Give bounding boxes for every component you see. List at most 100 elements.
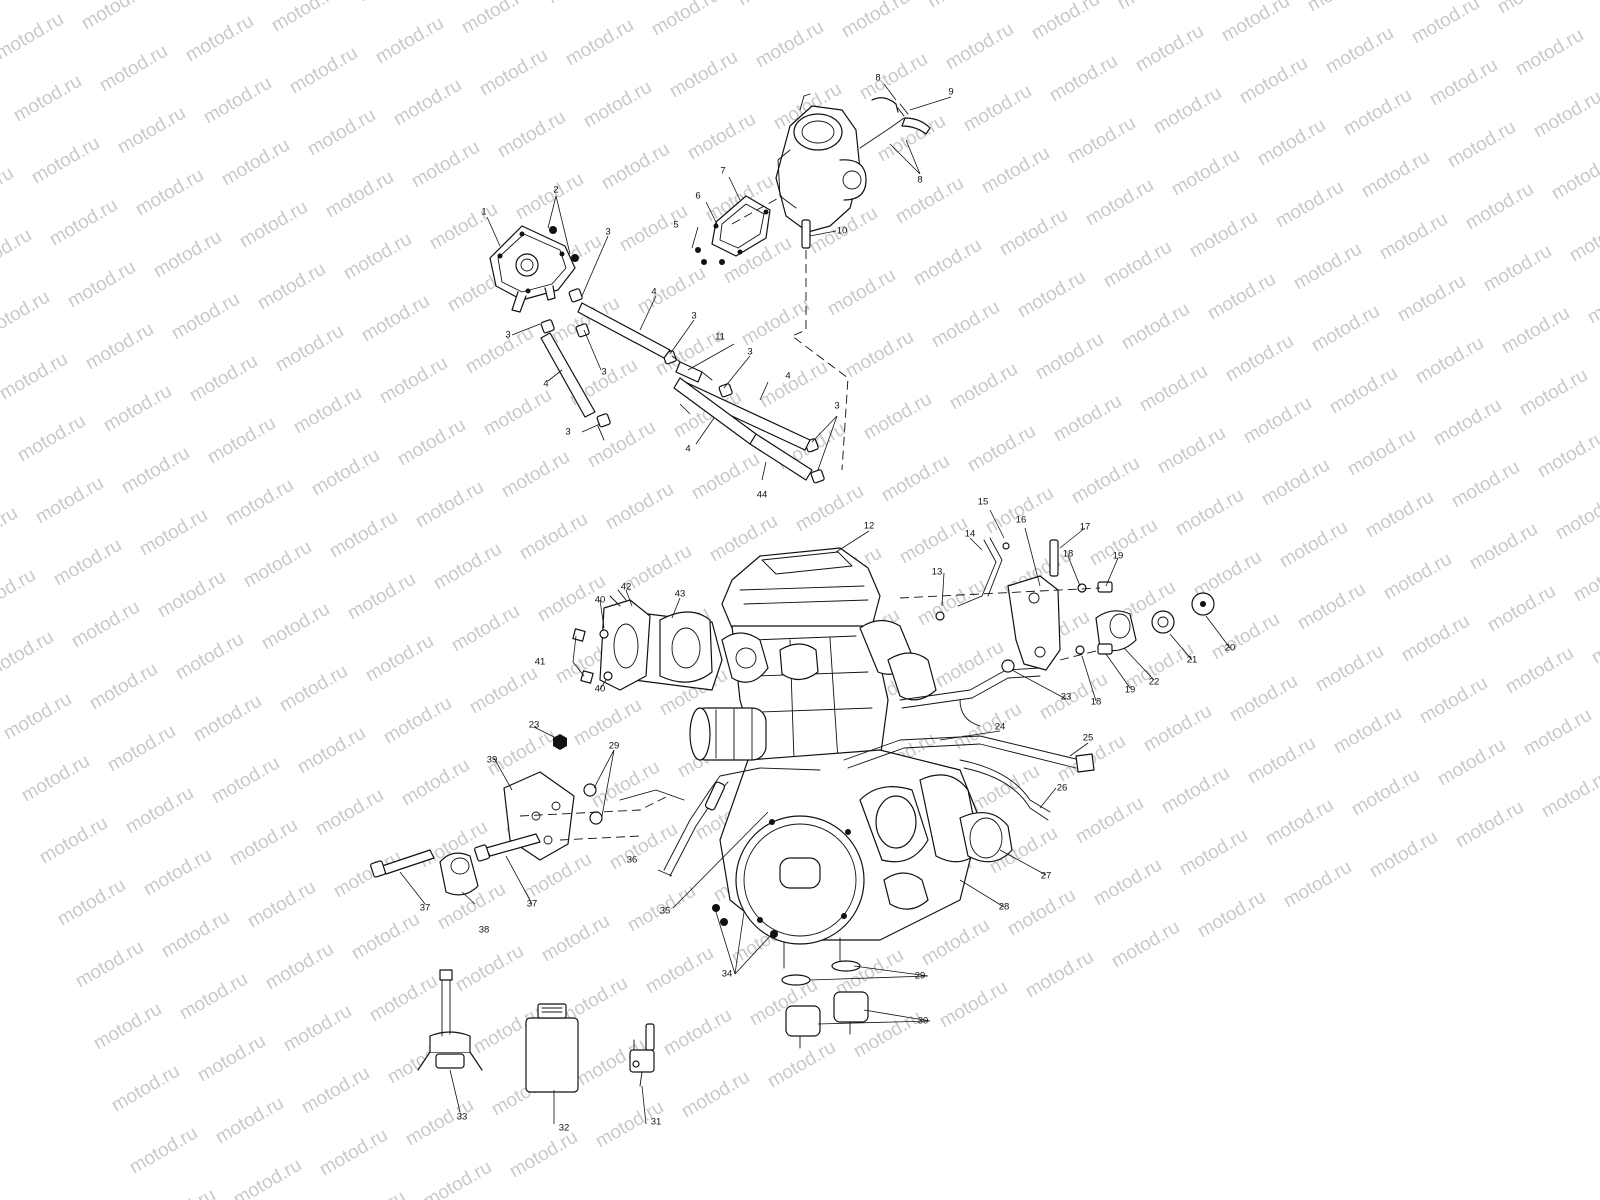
callout-16: 16: [1016, 515, 1027, 526]
watermark-text: motod.ru: [1408, 0, 1483, 48]
watermark-text: motod.ru: [860, 389, 935, 445]
watermark-text: motod.ru: [878, 451, 953, 507]
watermark-text: motod.ru: [312, 785, 387, 841]
watermark-text: motod.ru: [1398, 611, 1473, 667]
watermark-text: motod.ru: [1520, 705, 1595, 761]
watermark-text: motod.ru: [978, 143, 1053, 199]
watermark-text: motod.ru: [1290, 239, 1365, 295]
watermark-text: motod.ru: [268, 0, 343, 36]
callout-31: 31: [651, 1117, 662, 1128]
watermark-text: motod.ru: [538, 911, 613, 967]
callout-44: 44: [757, 490, 768, 501]
watermark-text: motod.ru: [132, 165, 207, 221]
watermark-text: motod.ru: [960, 81, 1035, 137]
watermark-text: motod.ru: [1348, 765, 1423, 821]
watermark-text: motod.ru: [286, 43, 361, 99]
watermark-text: motod.ru: [1154, 423, 1229, 479]
watermark-text: motod.ru: [562, 15, 637, 71]
watermark-text: motod.ru: [666, 47, 741, 103]
callout-9: 9: [948, 87, 953, 98]
callout-39: 39: [487, 755, 498, 766]
watermark-text: motod.ru: [606, 819, 681, 875]
watermark-text: motod.ru: [0, 163, 17, 219]
engine-block: [572, 547, 1095, 945]
watermark-text: motod.ru: [1548, 149, 1600, 205]
watermark-text: motod.ru: [18, 751, 93, 807]
callout-40: 40: [595, 684, 606, 695]
watermark-text: motod.ru: [36, 813, 111, 869]
watermark-text: motod.ru: [498, 447, 573, 503]
watermark-text: motod.ru: [46, 195, 121, 251]
watermark-text: motod.ru: [1022, 947, 1097, 1003]
watermark-text: motod.ru: [1158, 763, 1233, 819]
watermark-text: motod.ru: [1294, 579, 1369, 635]
watermark-text: motod.ru: [176, 969, 251, 1025]
callout-40: 40: [595, 595, 606, 606]
watermark-text: motod.ru: [516, 509, 591, 565]
watermark-text: motod.ru: [1484, 581, 1559, 637]
watermark-text: motod.ru: [154, 567, 229, 623]
callout-labels: 1 2 3 3 3 3 3 3 3 4 4 4 4 5 6 7 8 8 9 10…: [420, 73, 1236, 1134]
leader-lines: [399, 83, 1231, 1125]
watermark-text: motod.ru: [330, 847, 405, 903]
watermark-text: motod.ru: [344, 569, 419, 625]
watermark-text: motod.ru: [280, 1001, 355, 1057]
watermark-text: motod.ru: [0, 0, 49, 2]
watermark-text: motod.ru: [104, 721, 179, 777]
watermark-text: motod.ru: [126, 1123, 201, 1179]
watermark-text: motod.ru: [0, 689, 75, 745]
watermark-text: motod.ru: [182, 11, 257, 67]
watermark-text: motod.ru: [164, 0, 239, 4]
bottom-mounts: [712, 904, 869, 1049]
watermark-text: motod.ru: [520, 849, 595, 905]
watermark-text: motod.ru: [78, 0, 153, 34]
callout-14: 14: [965, 529, 976, 540]
callout-41: 41: [535, 657, 546, 668]
watermark-text: motod.ru: [208, 753, 283, 809]
callout-3: 3: [834, 401, 839, 412]
watermark-text: motod.ru: [222, 475, 297, 531]
callout-4: 4: [685, 444, 690, 455]
watermark-text: motod.ru: [1014, 267, 1089, 323]
watermark-text: motod.ru: [1028, 0, 1103, 44]
watermark-text: motod.ru: [118, 443, 193, 499]
watermark-text: motod.ru: [186, 351, 261, 407]
callout-3: 3: [601, 367, 606, 378]
watermark-text: motod.ru: [366, 971, 441, 1027]
watermark-text: motod.ru: [602, 479, 677, 535]
callout-1: 1: [481, 207, 486, 218]
callout-23: 23: [1061, 692, 1072, 703]
watermark-text: motod.ru: [1254, 115, 1329, 171]
callout-24: 24: [995, 722, 1006, 733]
callout-25: 25: [1083, 733, 1094, 744]
watermark-text: motod.ru: [1272, 177, 1347, 233]
callout-8: 8: [875, 73, 880, 84]
watermark-text: motod.ru: [226, 815, 301, 871]
callout-33: 33: [457, 1112, 468, 1123]
watermark-text: motod.ru: [942, 19, 1017, 75]
watermark-text: motod.ru: [1140, 701, 1215, 757]
watermark-text: motod.ru: [910, 235, 985, 291]
watermark-text: motod.ru: [452, 941, 527, 997]
watermark-text: motod.ru: [1004, 885, 1079, 941]
watermark-text: motod.ru: [1358, 147, 1433, 203]
watermark-text: motod.ru: [1584, 273, 1600, 329]
callout-19: 19: [1125, 685, 1136, 696]
watermark-text: motod.ru: [354, 0, 429, 6]
watermark-text: motod.ru: [764, 1037, 839, 1093]
watermark-text: motod.ru: [390, 75, 465, 131]
watermark-text: motod.ru: [54, 875, 129, 931]
watermark-text: motod.ru: [936, 977, 1011, 1033]
watermark-text: motod.ru: [212, 1093, 287, 1149]
watermark-text: motod.ru: [1330, 703, 1405, 759]
watermark-text: motod.ru: [1132, 21, 1207, 77]
watermark-text: motod.ru: [0, 441, 3, 497]
watermark-text: motod.ru: [50, 535, 125, 591]
watermark-text: motod.ru: [290, 383, 365, 439]
watermark-text: motod.ru: [1362, 487, 1437, 543]
watermark-text: motod.ru: [1534, 427, 1600, 483]
watermark-text: motod.ru: [1466, 519, 1541, 575]
callout-10: 10: [837, 226, 848, 237]
watermark-text: motod.ru: [372, 13, 447, 69]
callout-32: 32: [559, 1123, 570, 1134]
